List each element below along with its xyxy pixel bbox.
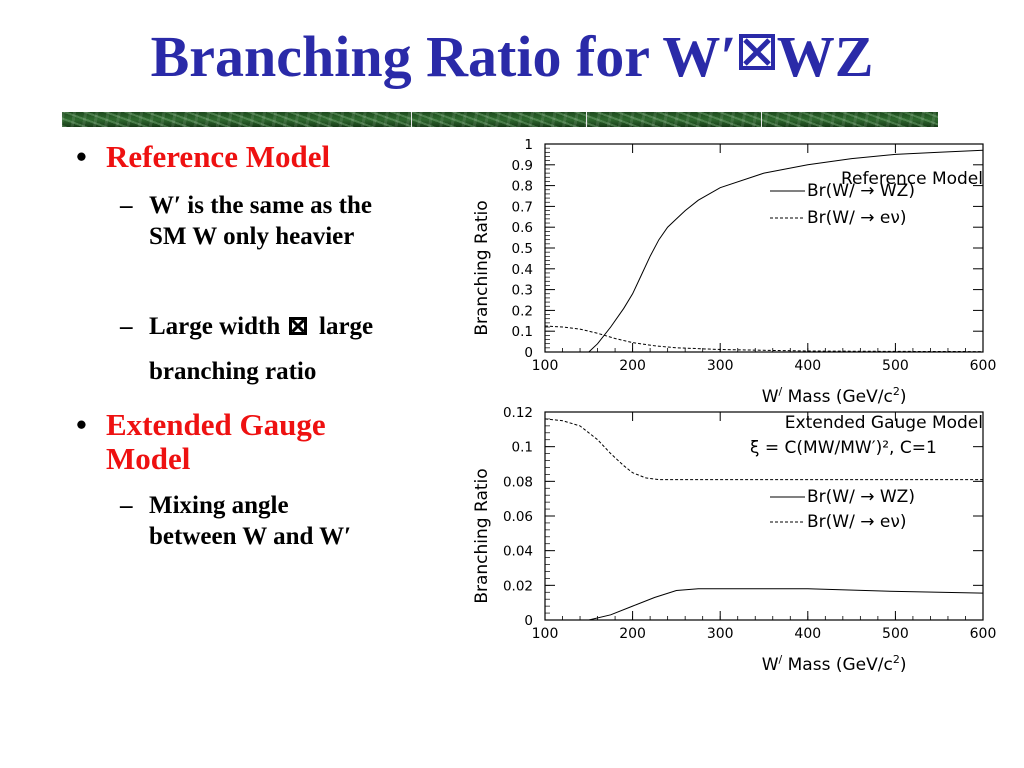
sub-bullet-line: branching ratio [149,358,317,385]
title-divider-bar [62,112,938,127]
sub-bullet-line: between W and W′ [149,523,352,550]
x-tick-label: 600 [970,626,997,642]
y-tick-label: 0.1 [512,324,533,340]
legend-entry: Br(W/ → WZ) [807,487,915,507]
x-axis-label: W/ Mass (GeV/c2) [762,653,907,675]
x-tick-label: 400 [794,358,821,374]
x-axis-label: W/ Mass (GeV/c2) [762,385,907,407]
bullet-label-line: Model [106,441,191,476]
bullet-reference-model: • Reference Model [76,140,466,174]
series-line-wz [588,588,984,621]
title-prime: ′ [720,24,737,89]
sub-bullet-same-as-sm: – W′ is the same as the SM W only heavie… [76,190,466,252]
x-tick-label: 100 [532,358,559,374]
legend-entry: Br(W/ → WZ) [807,181,915,201]
divider-seam [761,112,762,127]
y-tick-label: 0.02 [503,578,533,594]
title-text-after: WZ [776,24,874,89]
legend-entry: Br(W/ → eν) [807,208,906,228]
y-tick-label: 0.08 [503,474,533,490]
y-tick-label: 0.5 [512,241,533,257]
chart-annotation: Reference Model [841,169,983,189]
x-tick-label: 300 [707,626,734,642]
bullet-list: • Reference Model – W′ is the same as th… [76,140,466,552]
y-tick-label: 0.9 [512,158,533,174]
sub-bullet-line: SM W only heavier [149,223,355,250]
series-line-wz [588,149,984,353]
divider-seam [411,112,412,127]
sub-bullet-line: W′ is the same as the [149,192,372,219]
y-tick-label: 0.8 [512,179,533,195]
y-tick-label: 0 [524,345,533,361]
sub-bullet-dash: – [120,492,133,519]
y-tick-label: 0.2 [512,303,533,319]
x-tick-label: 600 [970,358,997,374]
x-tick-label: 500 [882,358,909,374]
y-tick-label: 0.1 [512,440,533,456]
title-text-before: Branching Ratio for W [150,24,721,89]
x-tick-label: 500 [882,626,909,642]
sub-bullet-dash: – [120,313,133,340]
y-tick-label: 0.12 [503,405,533,421]
x-tick-label: 300 [707,358,734,374]
sub-bullet-text: Large width [149,313,281,340]
y-tick-label: 0.7 [512,199,533,215]
bullet-label-line: Extended Gauge [106,407,326,442]
y-tick-label: 0.04 [503,544,533,560]
slide-title: Branching Ratio for W′WZ [0,28,1024,86]
bullet-dot: • [76,407,87,442]
y-tick-label: 0 [524,613,533,629]
y-tick-label: 0.3 [512,283,533,299]
y-tick-label: 0.4 [512,262,533,278]
x-tick-label: 200 [619,626,646,642]
x-tick-label: 200 [619,358,646,374]
y-tick-label: 0.06 [503,509,533,525]
sub-bullet-line: Large width large [149,304,466,349]
y-tick-label: 0.6 [512,220,533,236]
chart-annotation: Extended Gauge Model [785,413,983,433]
missing-glyph-icon [738,34,775,70]
chart-formula: ξ = C(MW/MW′)², C=1 [750,438,937,458]
series-line-e-nu [544,325,984,353]
missing-glyph-icon [288,317,307,335]
x-tick-label: 100 [532,626,559,642]
y-axis-label: Branching Ratio [472,200,492,335]
sub-bullet-mixing-angle: – Mixing angle between W and W′ [76,490,466,552]
bullet-dot: • [76,139,87,174]
sub-bullet-text: large [319,313,374,340]
bullet-label: Reference Model [106,139,331,174]
legend-entry: Br(W/ → eν) [807,512,906,532]
sub-bullet-dash: – [120,192,133,219]
y-axis-label: Branching Ratio [472,468,492,603]
chart-reference-model: 100 200 300 400 500 600 0 0.1 0.2 0.3 0.4 0.5 0.6 0.7… [472,137,997,407]
divider-seam [586,112,587,127]
chart-extended-gauge-model: 100 200 300 400 500 600 0 0.02 0.04 0.06 0.08 0.1 0.… [472,405,997,675]
sub-bullet-large-width: – Large width large branching ratio [76,304,466,394]
y-tick-label: 1 [524,137,533,153]
x-tick-label: 400 [794,626,821,642]
sub-bullet-line: Mixing angle [149,492,289,519]
bullet-extended-gauge-model: • Extended Gauge Model [76,408,466,476]
